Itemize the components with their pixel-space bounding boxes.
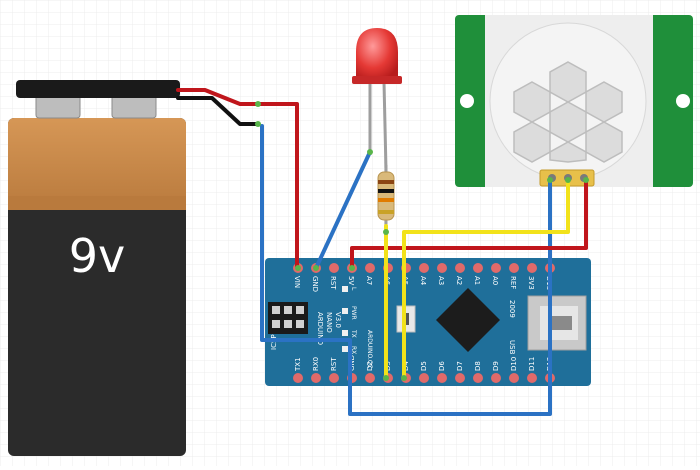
board-name-3: V3.0: [334, 312, 342, 328]
board-year: 2009: [508, 300, 516, 318]
copyright-label: ARDUINO.CC: [366, 330, 373, 368]
battery-top-band: [8, 118, 186, 210]
usb-label: USB: [508, 340, 516, 355]
bottom-pin-label: RST: [330, 357, 338, 371]
bottom-pin-label: D8: [474, 361, 482, 371]
resistor: [377, 165, 395, 240]
bottom-pin-label: D11: [528, 357, 536, 371]
top-pin-label: VIN: [293, 276, 301, 288]
wire-pir-signal: [402, 178, 570, 380]
led-dome: [356, 28, 398, 80]
top-pin-label: A1: [473, 276, 481, 285]
status-led-tx: TX: [350, 329, 357, 338]
icsp-label: ICSP: [270, 334, 278, 350]
pir-mount-hole-right: [676, 94, 690, 108]
status-led-rx: RX: [350, 346, 357, 354]
pir-mount-hole-left: [460, 94, 474, 108]
bottom-pin-label: D10: [510, 357, 518, 371]
top-pin-label: A0: [491, 276, 499, 285]
battery-9v: 9v: [8, 80, 186, 456]
bottom-pin-label: D2: [366, 361, 374, 371]
top-pin-label: A4: [419, 276, 427, 286]
usb-connector[interactable]: [527, 295, 587, 351]
pir-fresnel-lens: [513, 61, 623, 163]
bottom-pin-label: D5: [420, 361, 428, 371]
bottom-pin-label: D7: [456, 361, 464, 371]
microcontroller-chip: [436, 288, 500, 352]
nano-top-header: [293, 263, 555, 273]
wire-ground-battery: [260, 124, 552, 416]
status-led-l: L: [350, 287, 357, 291]
wire-battery-negative: [176, 96, 260, 126]
bottom-pin-label: RX0: [312, 357, 320, 371]
status-leds: [342, 286, 348, 352]
wires: [176, 88, 589, 416]
icsp-header: [268, 302, 308, 334]
board-name-2: NANO: [325, 312, 333, 333]
bottom-pin-label: TX1: [294, 357, 302, 372]
top-pin-label: REF: [509, 276, 517, 289]
bottom-pin-label: D9: [492, 361, 500, 371]
nano-bottom-header: [293, 373, 555, 383]
battery-label: 9v: [69, 229, 126, 283]
top-pin-label: 3V3: [527, 276, 535, 290]
led: [352, 28, 402, 171]
status-led-pwr: PWR: [350, 306, 357, 320]
top-pin-label: RST: [329, 276, 337, 290]
battery-snap-cap: [16, 80, 180, 98]
top-pin-label: A7: [365, 276, 373, 285]
pir-sensor: [455, 15, 693, 187]
wire-battery-positive: [176, 88, 299, 268]
top-pin-label: A3: [437, 276, 445, 285]
top-pin-label: 5V: [347, 276, 355, 285]
bottom-pin-label: D6: [438, 361, 446, 371]
board-name-1: ARDUINO: [316, 312, 324, 345]
top-pin-label: GND: [311, 276, 319, 292]
wire-5v-pir: [350, 178, 588, 270]
top-pin-label: A2: [455, 276, 463, 285]
wire-ground-led: [314, 150, 372, 270]
